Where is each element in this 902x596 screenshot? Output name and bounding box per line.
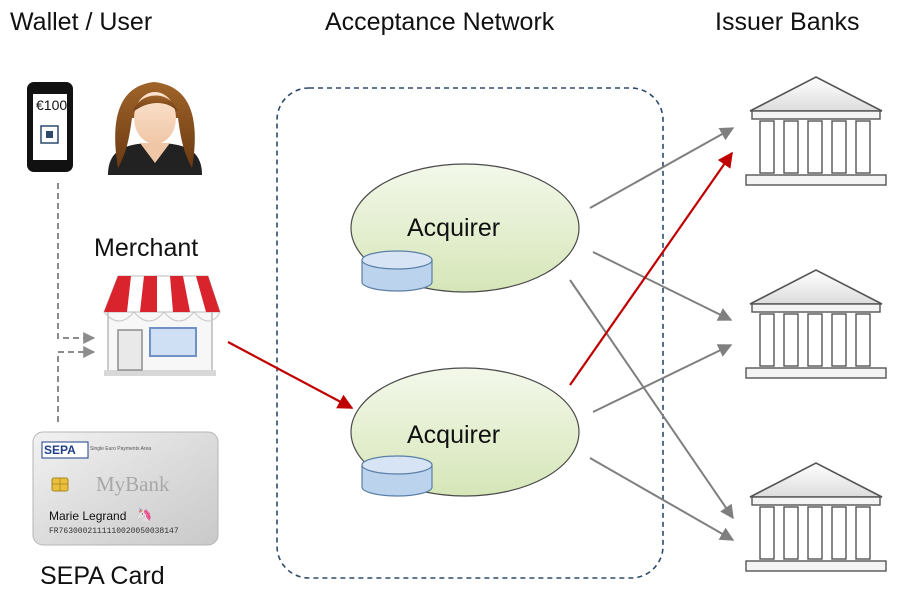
payment-flow: [227, 151, 733, 409]
bank-icon: [745, 269, 887, 379]
phone-icon: [27, 82, 73, 172]
unicorn-icon: 🦄: [136, 507, 153, 522]
card-to-merchant-link: [57, 346, 96, 422]
connection-acq1-bank1: [589, 127, 735, 209]
storefront-icon: [103, 275, 221, 376]
phone-to-merchant-link: [57, 183, 96, 344]
phone-amount: €100: [36, 97, 68, 113]
card-brand-tagline: Single Euro Payments Area: [90, 446, 152, 452]
card-bank-name: MyBank: [96, 472, 170, 496]
acceptance-network-boundary: [276, 87, 664, 579]
acquirer-label-1: Acquirer: [407, 214, 501, 242]
connection-acq1-bank2: [592, 251, 733, 321]
wallet-links: [57, 183, 96, 422]
card-iban: FR7630002111110020050038147: [49, 527, 179, 536]
wallet-user-heading: Wallet / User: [10, 8, 153, 36]
acquirer-node-1: [350, 163, 580, 293]
acquirer-node-2: [350, 367, 580, 497]
acceptance-network-heading: Acceptance Network: [325, 8, 555, 36]
bank-icon: [745, 76, 887, 186]
connection-acq1-bank3: [569, 279, 734, 520]
user-avatar-icon: [108, 82, 202, 175]
database-icon: [361, 250, 433, 292]
bank-icon: [745, 462, 887, 572]
issuer-banks-heading: Issuer Banks: [715, 8, 860, 36]
card-holder-name: Marie Legrand: [49, 509, 127, 523]
connection-acq2-bank2: [592, 344, 733, 413]
acquirer-bank-connections: [569, 127, 735, 541]
acquirer-label-2: Acquirer: [407, 421, 501, 449]
connection-acq2-bank3: [589, 457, 735, 541]
merchant-label: Merchant: [94, 234, 199, 262]
flow-acquirer-to-issuer: [569, 151, 733, 386]
card-brand: SEPA: [44, 443, 76, 457]
sepa-card-label: SEPA Card: [40, 562, 165, 590]
flow-merchant-to-acquirer: [227, 341, 354, 409]
database-icon: [361, 455, 433, 497]
sepa-card-icon: [32, 431, 219, 546]
